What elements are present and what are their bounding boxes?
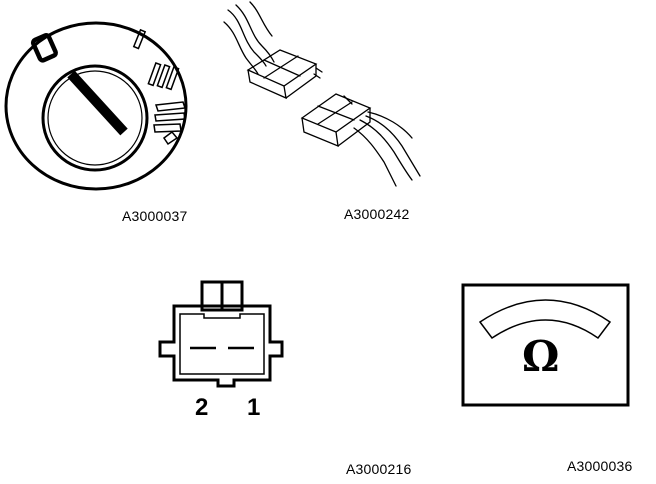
- caption-connector-pair: A3000242: [344, 206, 410, 222]
- pin-label-1: 1: [247, 394, 261, 421]
- pin-label-2: 2: [195, 394, 209, 421]
- ohmmeter-icon: [461, 283, 630, 407]
- wire-connector-icon: [223, 1, 421, 187]
- ohm-symbol: Ω: [522, 332, 560, 381]
- caption-ignition-switch: A3000037: [122, 208, 188, 224]
- caption-two-pin-connector: A3000216: [346, 461, 412, 477]
- ignition-switch-icon: [4, 21, 188, 191]
- caption-ohmmeter: A3000036: [567, 458, 633, 474]
- two-pin-connector-icon: [158, 280, 284, 388]
